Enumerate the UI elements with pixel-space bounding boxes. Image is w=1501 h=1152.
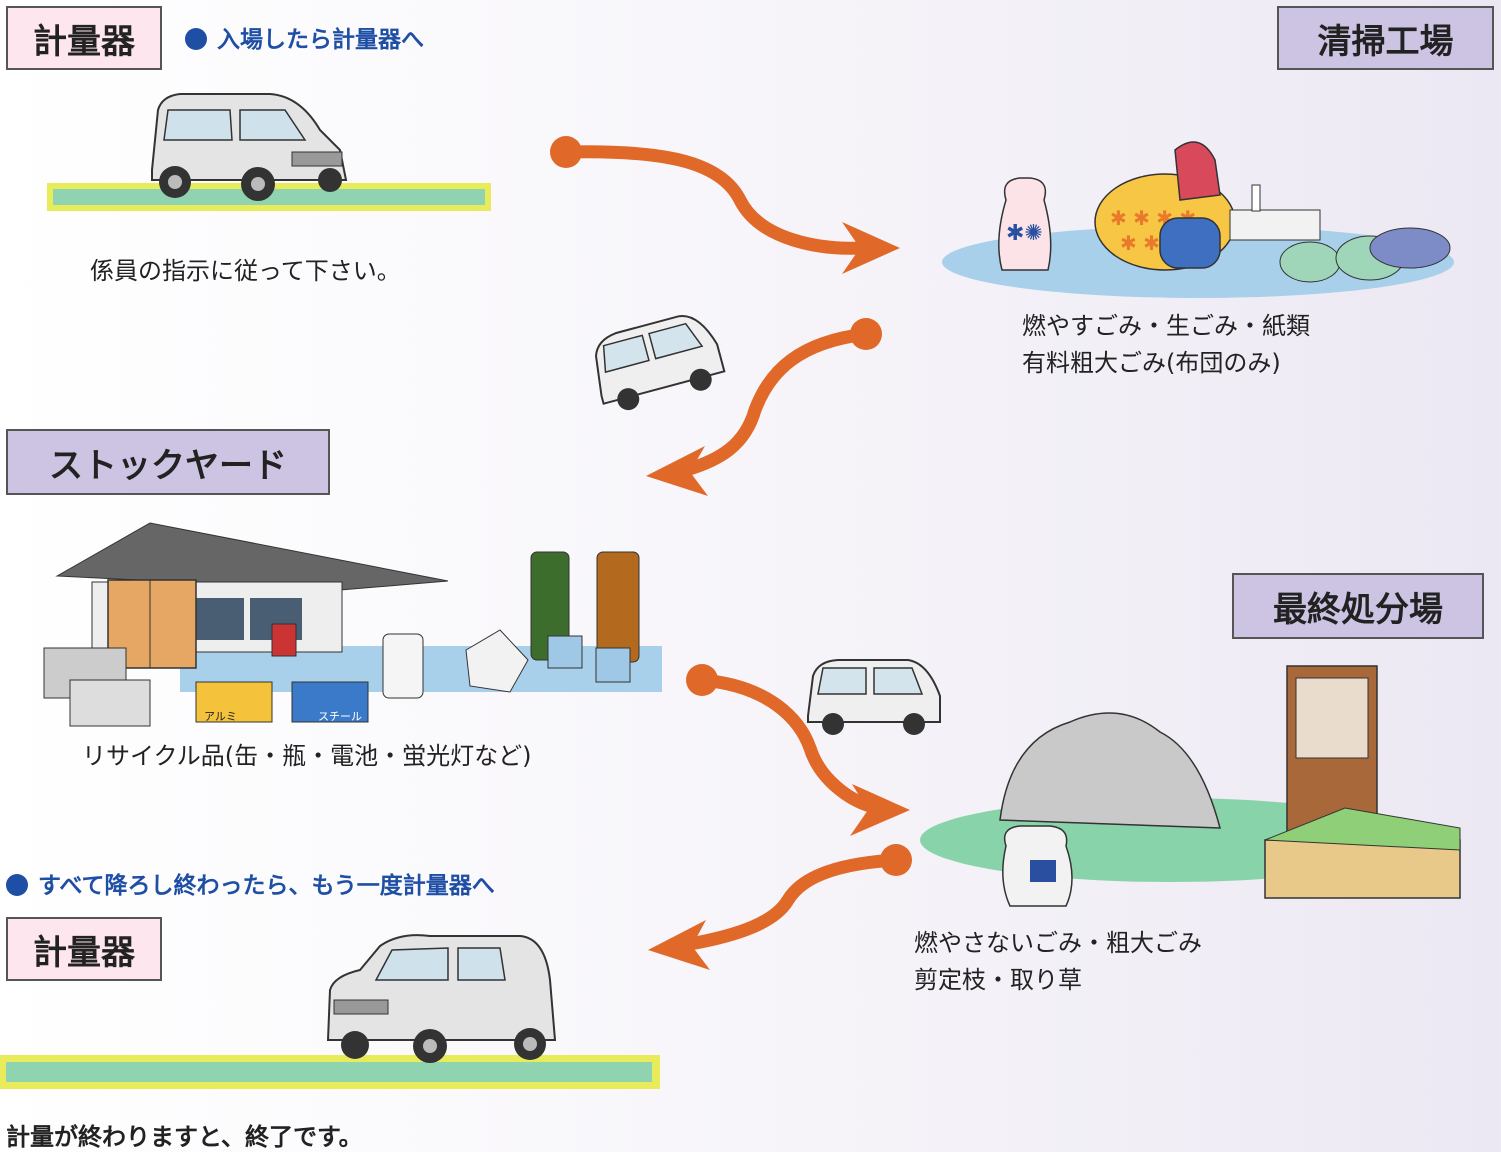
car-icon <box>326 934 557 1063</box>
aluminum-bin-label: アルミ <box>204 710 237 723</box>
plant-caption: 燃やすごみ・生ごみ・紙類 有料粗大ごみ(布団のみ) <box>1022 308 1310 382</box>
svg-text:✱✺: ✱✺ <box>1006 221 1043 246</box>
car-icon <box>595 315 726 411</box>
arrow-to-scale <box>648 844 912 970</box>
landfill-illustration <box>920 665 1461 907</box>
arrow-to-stock-yard <box>646 318 882 496</box>
after-unload-note: すべて降ろし終わったら、もう一度計量器へ <box>6 866 495 900</box>
after-unload-note-text: すべて降ろし終わったら、もう一度計量器へ <box>38 873 495 899</box>
follow-staff-caption: 係員の指示に従って下さい。 <box>90 257 401 285</box>
arrow-to-plant <box>550 136 900 274</box>
cleaning-plant-label: 清掃工場 <box>1277 6 1494 70</box>
enter-note-text: 入場したら計量器へ <box>217 27 424 53</box>
stock-yard-illustration: アルミ スチール <box>43 522 662 727</box>
landfill-caption: 燃やさないごみ・粗大ごみ 剪定枝・取り草 <box>914 925 1202 999</box>
recycle-caption: リサイクル品(缶・瓶・電池・蛍光灯など) <box>82 742 532 770</box>
stock-yard-label: ストックヤード <box>6 429 330 495</box>
bullet-icon <box>185 28 207 50</box>
bullet-icon <box>6 874 28 896</box>
steel-bin-label: スチール <box>318 710 362 723</box>
finish-caption: 計量が終わりますと、終了です。 <box>6 1123 363 1151</box>
cleaning-plant-illustration: ✱✺ ✱ ✱ ✱ ✱ ✱ ✱ ✱ <box>942 141 1454 298</box>
plant-caption-line1: 燃やすごみ・生ごみ・紙類 <box>1022 312 1310 340</box>
landfill-label: 最終処分場 <box>1232 573 1484 639</box>
landfill-caption-line2: 剪定枝・取り草 <box>914 966 1082 995</box>
scale-label-top: 計量器 <box>6 6 162 70</box>
car-icon <box>807 659 941 735</box>
arrow-to-landfill <box>686 664 910 836</box>
enter-note: 入場したら計量器へ <box>185 20 424 54</box>
scale-label-bottom: 計量器 <box>6 917 162 981</box>
plant-caption-line2: 有料粗大ごみ(布団のみ) <box>1022 349 1281 378</box>
landfill-caption-line1: 燃やさないごみ・粗大ごみ <box>914 929 1202 957</box>
car-icon <box>151 93 348 201</box>
scale-platform-bottom <box>0 1055 660 1089</box>
